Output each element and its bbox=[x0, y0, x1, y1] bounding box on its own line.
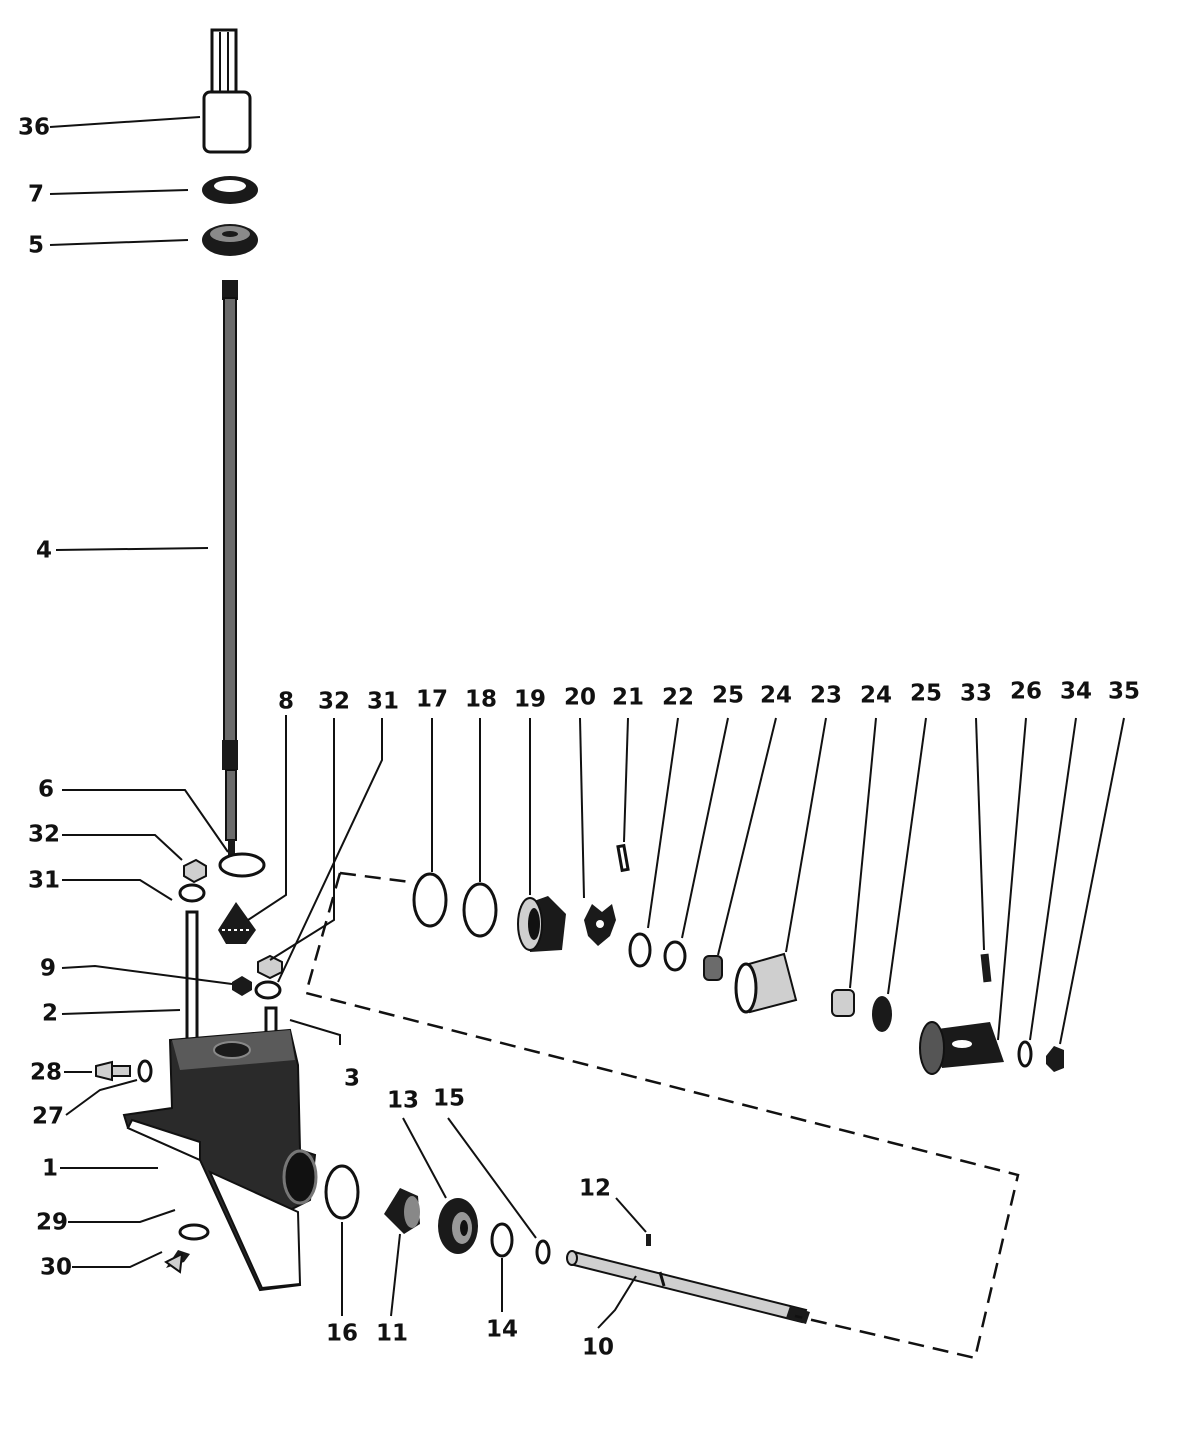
part-22-plate bbox=[628, 932, 652, 968]
callout-35: 35 bbox=[1108, 679, 1140, 705]
part-31-washer-right bbox=[254, 980, 282, 1000]
part-8-pinion bbox=[218, 902, 256, 944]
callout-31-left: 31 bbox=[28, 868, 60, 894]
callout-25-left: 25 bbox=[712, 683, 744, 709]
part-32-nut-left bbox=[183, 858, 207, 884]
part-14-ring bbox=[490, 1222, 514, 1258]
callout-30: 30 bbox=[40, 1255, 72, 1281]
part-4-driveshaft bbox=[222, 280, 238, 860]
part-30-screw bbox=[164, 1250, 190, 1274]
callout-16: 16 bbox=[326, 1321, 358, 1347]
callout-25-right: 25 bbox=[910, 681, 942, 707]
callout-18: 18 bbox=[465, 687, 497, 713]
callout-21: 21 bbox=[612, 685, 644, 711]
callout-14: 14 bbox=[486, 1317, 518, 1343]
part-1-gear-housing bbox=[122, 1028, 318, 1292]
callout-36: 36 bbox=[18, 115, 50, 141]
assembly-outline bbox=[304, 871, 1020, 1360]
callout-34: 34 bbox=[1060, 679, 1092, 705]
callout-labels: 36 7 5 4 6 32 31 9 2 28 27 1 29 30 8 32 … bbox=[18, 115, 1140, 1361]
part-12-pin bbox=[646, 1234, 651, 1246]
part-35-nut bbox=[1046, 1046, 1064, 1072]
part-6-oring bbox=[218, 852, 266, 878]
part-25-ring-right bbox=[872, 996, 892, 1032]
part-15-ring bbox=[535, 1239, 551, 1265]
callout-7: 7 bbox=[28, 182, 44, 208]
callout-15: 15 bbox=[433, 1086, 465, 1112]
part-9-nut bbox=[232, 976, 252, 996]
callout-17: 17 bbox=[416, 687, 448, 713]
callout-13: 13 bbox=[387, 1088, 419, 1114]
part-26-propeller-hub bbox=[919, 1021, 1004, 1075]
part-13-bearing bbox=[438, 1198, 478, 1254]
part-27-washer bbox=[137, 1059, 153, 1083]
callout-20: 20 bbox=[564, 685, 596, 711]
callout-1: 1 bbox=[42, 1156, 58, 1182]
callout-32-left: 32 bbox=[28, 822, 60, 848]
part-18-ring bbox=[462, 882, 498, 938]
part-28-screw bbox=[95, 1060, 131, 1082]
part-36-coupler bbox=[202, 28, 252, 154]
part-2-stud bbox=[185, 910, 199, 1042]
callout-32-right: 32 bbox=[318, 689, 350, 715]
part-29-washer bbox=[178, 1223, 210, 1241]
callout-10: 10 bbox=[582, 1335, 614, 1361]
callout-28: 28 bbox=[30, 1060, 62, 1086]
callout-19: 19 bbox=[514, 687, 546, 713]
callout-8: 8 bbox=[278, 689, 294, 715]
part-25-ring-left bbox=[663, 940, 687, 972]
part-24-bushing-right bbox=[831, 989, 855, 1017]
callout-6: 6 bbox=[38, 777, 54, 803]
callout-4: 4 bbox=[36, 538, 52, 564]
callout-24-left: 24 bbox=[760, 683, 792, 709]
callout-29: 29 bbox=[36, 1210, 68, 1236]
part-21-key bbox=[616, 843, 630, 873]
part-17-ring bbox=[412, 872, 448, 928]
part-33-pin bbox=[980, 953, 992, 983]
part-19-impeller-housing bbox=[517, 896, 566, 952]
callout-9: 9 bbox=[40, 956, 56, 982]
callout-5: 5 bbox=[28, 233, 44, 259]
callout-2: 2 bbox=[42, 1001, 58, 1027]
leader-lines bbox=[49, 116, 1125, 1329]
callout-22: 22 bbox=[662, 685, 694, 711]
callout-26: 26 bbox=[1010, 679, 1042, 705]
callout-23: 23 bbox=[810, 683, 842, 709]
part-7-seal bbox=[202, 176, 258, 204]
part-34-washer bbox=[1017, 1040, 1033, 1068]
callout-33: 33 bbox=[960, 681, 992, 707]
part-11-gear bbox=[384, 1188, 420, 1234]
callout-24-right: 24 bbox=[860, 683, 892, 709]
callout-12: 12 bbox=[579, 1176, 611, 1202]
part-23-cone bbox=[734, 952, 798, 1014]
callout-11: 11 bbox=[376, 1321, 408, 1347]
part-5-bearing bbox=[202, 224, 258, 256]
callout-31-right: 31 bbox=[367, 689, 399, 715]
part-31-washer-left bbox=[178, 883, 206, 903]
part-10-propshaft bbox=[566, 1250, 810, 1324]
callout-3: 3 bbox=[344, 1066, 360, 1092]
part-20-impeller bbox=[584, 904, 616, 946]
part-16-oring bbox=[324, 1164, 360, 1220]
part-24-bushing-left bbox=[703, 955, 723, 981]
callout-27: 27 bbox=[32, 1104, 64, 1130]
